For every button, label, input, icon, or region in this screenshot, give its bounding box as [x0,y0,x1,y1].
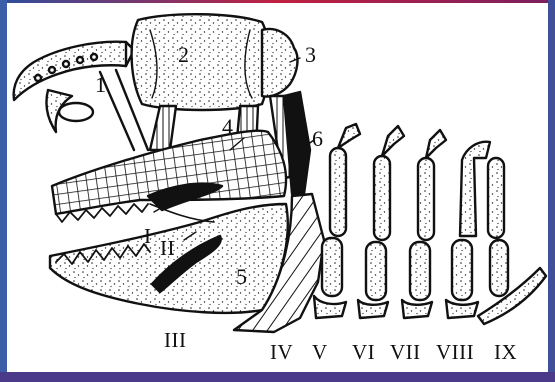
neurocranium [132,14,269,110]
label-1: 1 [95,74,106,96]
label-roman-vi: VI [352,342,375,363]
label-3: 3 [305,44,316,66]
branchial-arches [314,124,546,324]
hyomandibula [284,92,310,194]
label-roman-viii: VIII [436,342,474,363]
label-roman-i: I [144,226,152,247]
label-4: 4 [222,116,233,138]
label-roman-iii: III [164,330,186,351]
label-roman-ix: IX [494,342,517,363]
label-6: 6 [312,128,323,150]
label-2: 2 [178,44,189,66]
label-5: 5 [236,266,247,288]
otic-capsule [262,29,297,97]
label-roman-ii: II [160,238,175,259]
label-roman-v: V [312,342,328,363]
label-roman-vii: VII [390,342,421,363]
label-roman-iv: IV [270,342,293,363]
